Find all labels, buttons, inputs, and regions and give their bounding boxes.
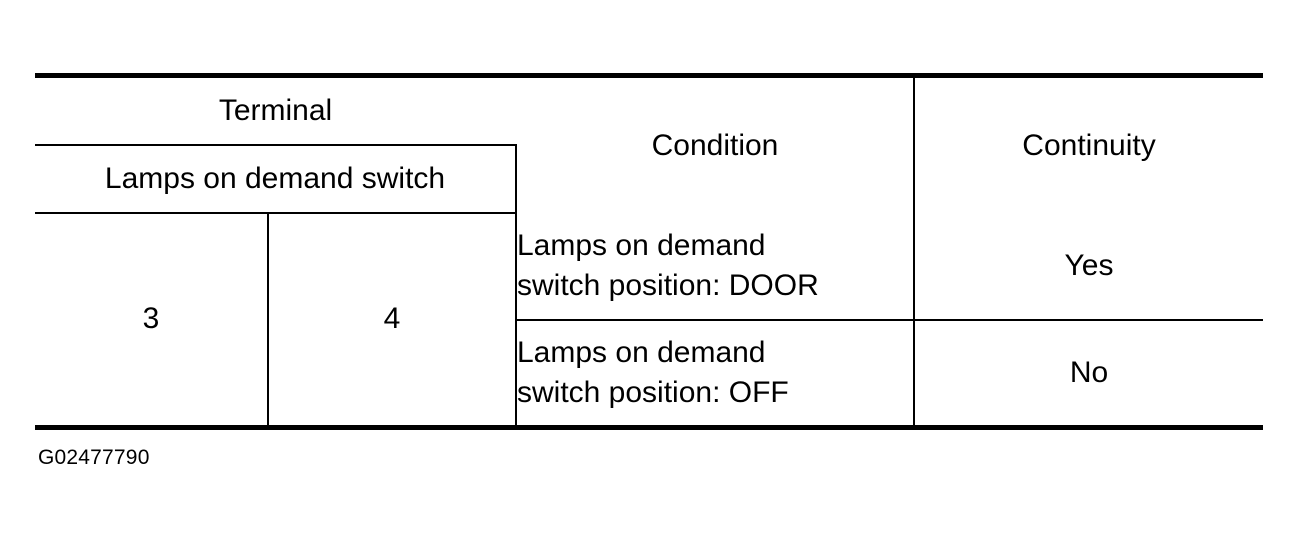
continuity-spec-table: Terminal Condition Continuity Lamps on d… (35, 73, 1263, 430)
table-row: 3 4 Lamps on demand switch position: DOO… (35, 213, 1263, 430)
condition-line-1a: Lamps on demand (517, 229, 766, 263)
continuity-spec-table-wrapper: Terminal Condition Continuity Lamps on d… (35, 73, 1263, 430)
cell-terminal-first: 3 (35, 213, 269, 430)
table-row: Lamps on demand switch position: OFF No (35, 320, 1263, 430)
condition-line-2a: Lamps on demand (517, 336, 766, 370)
cell-condition-row-1: Lamps on demand switch position: DOOR (516, 213, 915, 321)
condition-line-1b: switch position: DOOR (517, 269, 819, 302)
header-terminal-group: Terminal (35, 73, 516, 146)
document-reference-id: G02477790 (38, 446, 150, 469)
header-row-terminal-sub: Lamps on demand switch (35, 145, 1263, 214)
header-terminal-sub-lamps-on-demand-switch: Lamps on demand switch (35, 145, 517, 214)
cell-terminal-second: 4 (268, 213, 517, 430)
cell-condition-row-2: Lamps on demand switch position: OFF (516, 320, 915, 430)
header-row-terminal-group: Terminal Condition Continuity (35, 73, 1263, 213)
header-condition: Condition (516, 73, 915, 213)
condition-line-2b: switch position: OFF (517, 375, 789, 409)
header-continuity: Continuity (914, 73, 1263, 213)
cell-continuity-row-1: Yes (914, 213, 1263, 321)
cell-continuity-row-2: No (914, 320, 1263, 430)
table-body: 3 4 Lamps on demand switch position: DOO… (35, 213, 1263, 430)
table-header: Terminal Condition Continuity Lamps on d… (35, 73, 1263, 214)
